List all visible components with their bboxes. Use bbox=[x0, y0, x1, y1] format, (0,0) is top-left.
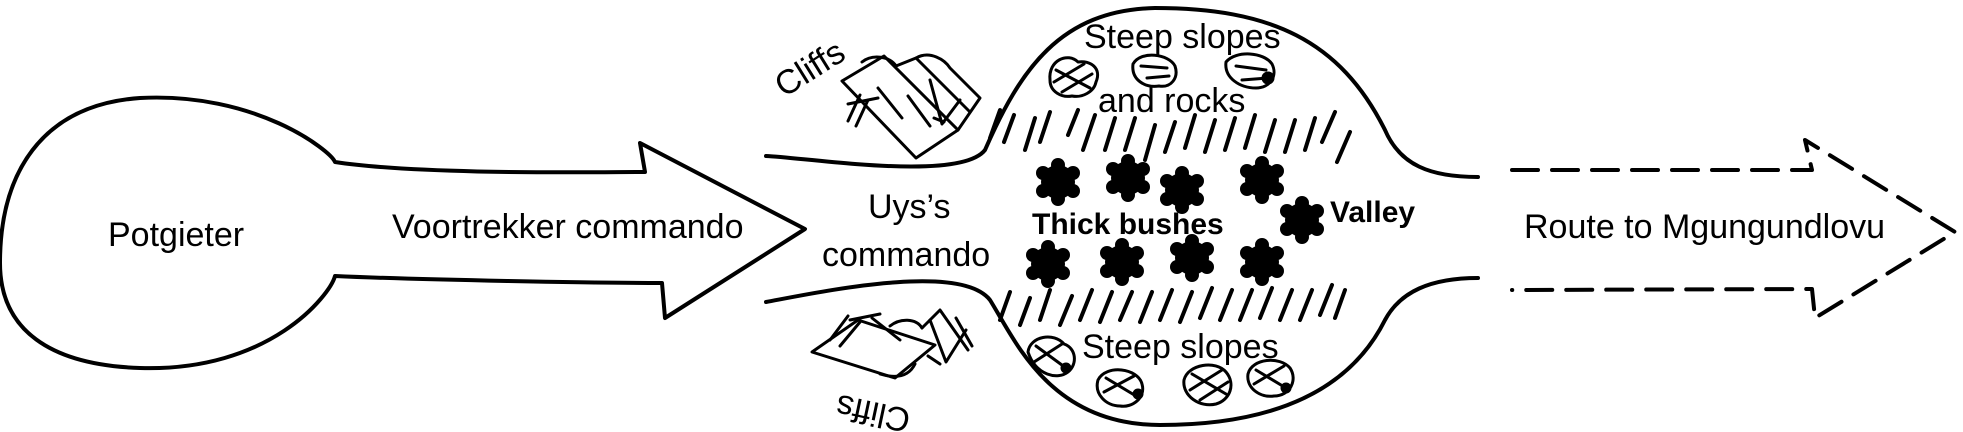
steep-slopes-bottom-label: Steep slopes bbox=[1082, 328, 1279, 366]
bush-icon bbox=[1106, 154, 1150, 202]
uys-commando-label-line2: commando bbox=[822, 236, 990, 274]
cliffs-top-label: Cliffs bbox=[768, 33, 852, 105]
thick-bushes-label: Thick bushes bbox=[1032, 208, 1224, 241]
valley-label: Valley bbox=[1330, 196, 1415, 229]
valley-top-bank bbox=[764, 6, 1480, 179]
bush-icon bbox=[1170, 234, 1214, 282]
cliffs-bottom-label: Cliffs bbox=[832, 387, 913, 432]
rock-icon bbox=[1246, 358, 1295, 398]
slope-hatch bbox=[988, 108, 1352, 164]
cliff-icon bbox=[810, 308, 974, 380]
rock-icon bbox=[1131, 53, 1178, 88]
rock-icon bbox=[1026, 335, 1076, 378]
uys-commando-label-line1: Uys’s bbox=[868, 188, 951, 226]
bush-icon bbox=[1100, 238, 1144, 286]
bush-icon bbox=[1280, 196, 1324, 244]
bush-icon bbox=[1240, 156, 1284, 204]
slope-hatch bbox=[998, 283, 1347, 327]
cliff-icon bbox=[840, 53, 982, 160]
voortrekker-commando-label: Voortrekker commando bbox=[392, 208, 744, 246]
steep-slopes-rocks-label-line2: and rocks bbox=[1098, 82, 1245, 120]
bush-icon bbox=[1160, 166, 1204, 214]
bush-icon bbox=[1240, 238, 1284, 286]
rock-icon bbox=[1095, 368, 1145, 408]
route-label: Route to Mgungundlovu bbox=[1524, 208, 1885, 246]
bush-icon bbox=[1036, 158, 1080, 206]
rock-icon bbox=[1182, 363, 1233, 407]
rock-icon bbox=[1224, 52, 1276, 90]
bush-icon bbox=[1026, 240, 1070, 288]
valley-bottom-bank bbox=[764, 276, 1480, 427]
route-arrow bbox=[1510, 138, 1957, 320]
steep-slopes-rocks-label-line1: Steep slopes bbox=[1084, 18, 1281, 56]
potgieter-arrow-shape bbox=[0, 95, 807, 371]
rock-icon bbox=[1048, 56, 1099, 98]
potgieter-label: Potgieter bbox=[108, 216, 244, 254]
